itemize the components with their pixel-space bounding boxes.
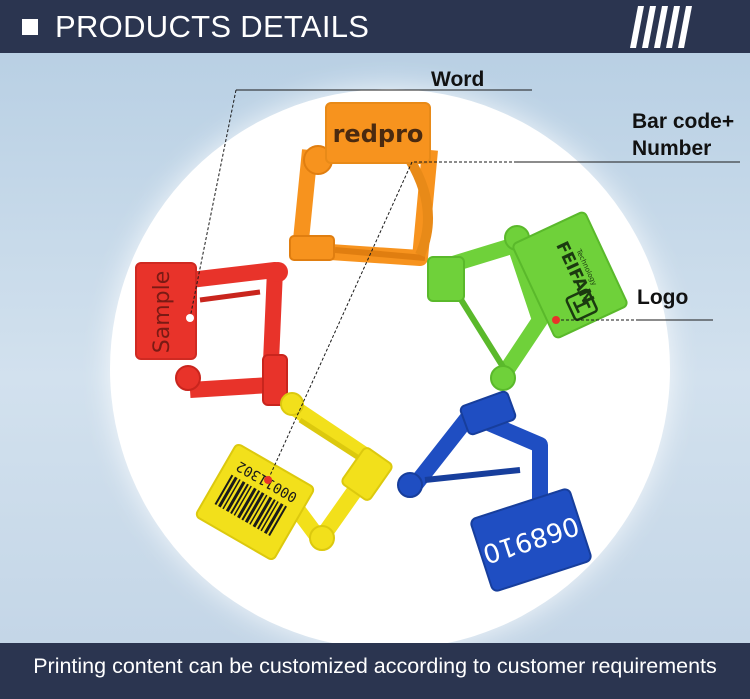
footer-caption: Printing content can be customized accor…	[33, 654, 717, 678]
callout-barcode-label: Bar code+ Number	[632, 108, 734, 162]
header-square-icon	[22, 19, 38, 35]
green-padlock-seal: FEIFAN Technology	[427, 211, 628, 391]
orange-tag-text: redpro	[333, 120, 424, 148]
callout-barcode-line1: Bar code+	[632, 110, 735, 133]
footer-bar: Printing content can be customized accor…	[0, 643, 750, 699]
red-padlock-seal: Sample	[135, 262, 288, 406]
callout-barcode-line2: Number	[632, 137, 712, 160]
callout-lines	[186, 89, 740, 484]
callout-logo-label: Logo	[637, 286, 689, 309]
header-stripes-icon	[630, 6, 692, 48]
yellow-padlock-seal: 00011302	[195, 392, 393, 561]
blue-padlock-seal: 068910	[397, 390, 592, 592]
header-bar: PRODUCTS DETAILS	[0, 0, 750, 53]
red-tag-text: Sample	[150, 271, 175, 354]
orange-padlock-seal: redpro	[289, 102, 438, 266]
header-title: PRODUCTS DETAILS	[55, 9, 370, 44]
callout-word-label: Word	[431, 68, 485, 91]
